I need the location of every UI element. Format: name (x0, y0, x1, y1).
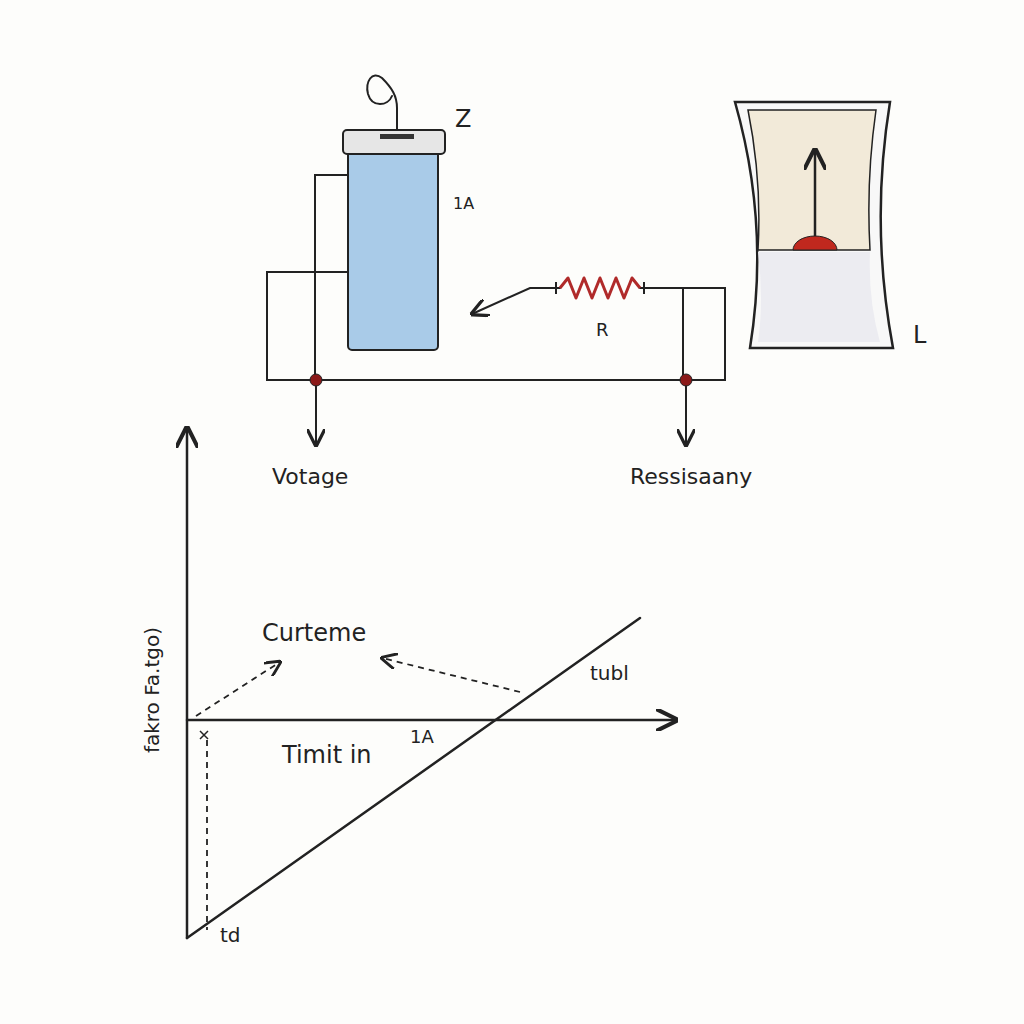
voltage-arrow (315, 382, 317, 445)
circuit-wire (267, 272, 725, 380)
meter-body (735, 102, 893, 348)
resistor-symbol (560, 278, 640, 298)
circuit-wire (472, 288, 560, 314)
battery-cell (348, 150, 438, 350)
battery-cap (343, 130, 445, 154)
tick-mark (200, 731, 208, 739)
axis-label: Timit in (282, 742, 372, 768)
dashed-guide (206, 740, 208, 930)
x-axis (187, 719, 676, 722)
curve-label: Curteme (262, 620, 366, 646)
meter-needle (814, 150, 817, 240)
resistor-label: R (596, 320, 609, 340)
circuit-wire (640, 287, 683, 289)
y-axis (186, 428, 189, 938)
circuit-wire (682, 288, 684, 380)
voltage-label: Votage (272, 465, 348, 489)
graph-line (187, 618, 640, 938)
meter-label: L (913, 322, 926, 348)
meter-face (748, 110, 876, 250)
battery-slot (380, 134, 414, 139)
junction-dot (680, 374, 692, 386)
resistor-end (556, 282, 644, 294)
meter-base (758, 252, 880, 342)
line-label: tubl (590, 662, 629, 684)
current-label: 1A (453, 195, 474, 213)
dashed-arrow (382, 658, 520, 692)
terminal-label: Z (455, 106, 471, 132)
axis-label: fakro Fa.tgo) (141, 627, 163, 753)
current-label: 1A (410, 727, 434, 747)
dashed-arrow (196, 662, 280, 716)
point-label: td (220, 924, 241, 946)
resistance-label: Ressisaany (630, 465, 752, 489)
meter-pivot (793, 236, 837, 250)
junction-dot (310, 374, 322, 386)
resistance-arrow (685, 382, 687, 445)
battery-lead (367, 75, 397, 132)
